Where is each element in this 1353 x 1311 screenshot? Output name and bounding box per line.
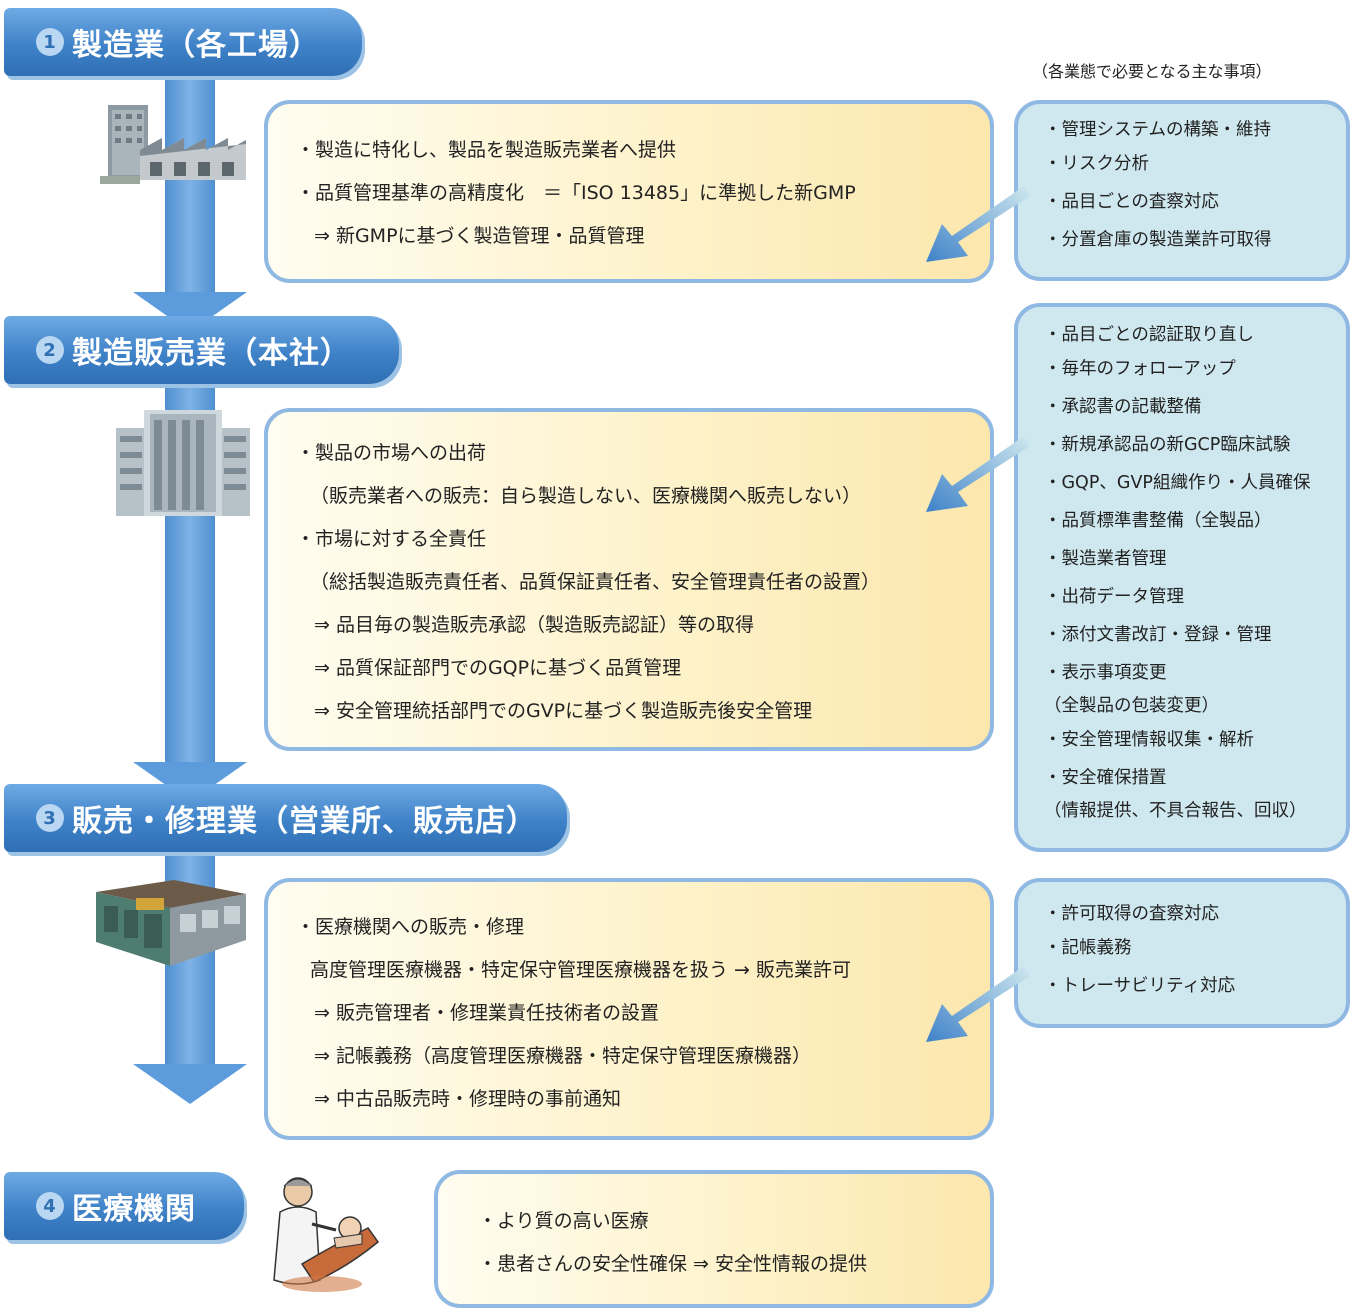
requirement-item: ・安全管理情報収集・解析 xyxy=(1044,730,1254,750)
requirement-arrow-2 xyxy=(926,436,1030,512)
description-line: ⇒ 品質保証部門でのGQPに基づく品質管理 xyxy=(314,657,682,679)
requirement-item: ・品質標準書整備（全製品） xyxy=(1044,511,1272,531)
requirement-item: ・管理システムの構築・維持 xyxy=(1044,120,1271,140)
stage-marketing-authorization: 2 製造販売業（本社） xyxy=(4,316,399,384)
requirement-arrow-1 xyxy=(926,186,1030,262)
description-line: ・より質の高い医療 xyxy=(478,1210,649,1232)
requirement-item: （情報提供、不具合報告、回収） xyxy=(1044,801,1307,821)
sales-repair-requirements-box: ・許可取得の査察対応 ・記帳義務 ・トレーサビリティ対応 xyxy=(1014,878,1350,1028)
description-line: ・製品の市場への出荷 xyxy=(296,442,487,464)
stage-label: 製造業（各工場） xyxy=(72,28,320,63)
requirement-item: ・出荷データ管理 xyxy=(1044,587,1184,607)
doctor-patient-icon xyxy=(273,1177,380,1292)
description-line: ⇒ 品目毎の製造販売承認（製造販売認証）等の取得 xyxy=(314,614,754,636)
requirement-item: ・分置倉庫の製造業許可取得 xyxy=(1044,230,1272,250)
description-line: ・患者さんの安全性確保 ⇒ 安全性情報の提供 xyxy=(478,1253,868,1275)
requirement-item: ・承認書の記載整備 xyxy=(1044,397,1202,417)
factory-icon xyxy=(100,105,246,184)
requirement-item: ・トレーサビリティ対応 xyxy=(1044,976,1236,996)
stage-label: 販売・修理業（営業所、販売店） xyxy=(72,804,537,839)
stage-medical-institution: 4 医療機関 xyxy=(4,1172,244,1240)
requirement-item: ・GQP、GVP組織作り・人員確保 xyxy=(1044,473,1311,493)
requirement-item: ・リスク分析 xyxy=(1044,154,1149,174)
description-line: ⇒ 記帳義務（高度管理医療機器・特定保守管理医療機器） xyxy=(314,1045,811,1067)
description-line: ⇒ 販売管理者・修理業責任技術者の設置 xyxy=(314,1002,659,1024)
manufacturing-requirements-box: ・管理システムの構築・維持 ・リスク分析 ・品目ごとの査察対応 ・分置倉庫の製造… xyxy=(1014,100,1350,281)
description-line: ・医療機関への販売・修理 xyxy=(296,916,525,938)
marketing-requirements-box: ・品目ごとの認証取り直し ・毎年のフォローアップ ・承認書の記載整備 ・新規承認… xyxy=(1014,303,1350,852)
stage-label: 製造販売業（本社） xyxy=(72,336,351,371)
description-line: （販売業者への販売：自ら製造しない、医療機関へ販売しない） xyxy=(310,485,862,507)
stage-sales-repair: 3 販売・修理業（営業所、販売店） xyxy=(4,784,567,852)
requirement-item: ・表示事項変更 xyxy=(1044,663,1167,683)
requirement-arrow-3 xyxy=(926,966,1030,1042)
requirement-item: ・添付文書改訂・登録・管理 xyxy=(1044,625,1272,645)
description-line: ・製造に特化し、製品を製造販売業者へ提供 xyxy=(296,139,677,161)
marketing-description-box: ・製品の市場への出荷 （販売業者への販売：自ら製造しない、医療機関へ販売しない）… xyxy=(264,408,994,751)
flow-arrow-1-2 xyxy=(165,72,215,294)
stage-number: 4 xyxy=(36,1192,64,1220)
stage-manufacturing: 1 製造業（各工場） xyxy=(4,8,362,76)
sales-repair-description-box: ・医療機関への販売・修理 高度管理医療機器・特定保守管理医療機器を扱う → 販売… xyxy=(264,878,994,1140)
stage-number: 2 xyxy=(36,336,64,364)
description-line: （総括製造販売責任者、品質保証責任者、安全管理責任者の設置） xyxy=(310,571,881,593)
stage-number: 3 xyxy=(36,804,64,832)
description-line: ⇒ 新GMPに基づく製造管理・品質管理 xyxy=(314,225,645,247)
requirement-item: ・新規承認品の新GCP臨床試験 xyxy=(1044,435,1291,455)
description-line: ⇒ 安全管理統括部門でのGVPに基づく製造販売後安全管理 xyxy=(314,700,813,722)
requirement-item: ・品目ごとの認証取り直し xyxy=(1044,325,1254,345)
stage-number: 1 xyxy=(36,28,64,56)
requirement-item: （全製品の包装変更） xyxy=(1044,696,1219,716)
requirements-note: （各業態で必要となる主な事項） xyxy=(1032,62,1272,81)
requirement-item: ・記帳義務 xyxy=(1044,938,1132,958)
description-line: ・市場に対する全責任 xyxy=(296,528,487,550)
office-building-icon xyxy=(116,410,250,516)
stage-label: 医療機関 xyxy=(72,1192,196,1227)
shop-building-icon xyxy=(96,880,246,966)
manufacturing-description-box: ・製造に特化し、製品を製造販売業者へ提供 ・品質管理基準の高精度化 ＝「ISO … xyxy=(264,100,994,283)
requirement-item: ・品目ごとの査察対応 xyxy=(1044,192,1219,212)
flow-arrowhead-3 xyxy=(133,1064,247,1104)
requirement-item: ・製造業者管理 xyxy=(1044,549,1167,569)
requirement-item: ・許可取得の査察対応 xyxy=(1044,904,1219,924)
medical-institution-description-box: ・より質の高い医療 ・患者さんの安全性確保 ⇒ 安全性情報の提供 xyxy=(434,1170,994,1308)
requirement-item: ・安全確保措置 xyxy=(1044,768,1167,788)
description-line: ・品質管理基準の高精度化 ＝「ISO 13485」に準拠した新GMP xyxy=(296,182,856,204)
requirement-item: ・毎年のフォローアップ xyxy=(1044,359,1236,379)
description-line: 高度管理医療機器・特定保守管理医療機器を扱う → 販売業許可 xyxy=(310,959,852,981)
description-line: ⇒ 中古品販売時・修理時の事前通知 xyxy=(314,1088,621,1110)
